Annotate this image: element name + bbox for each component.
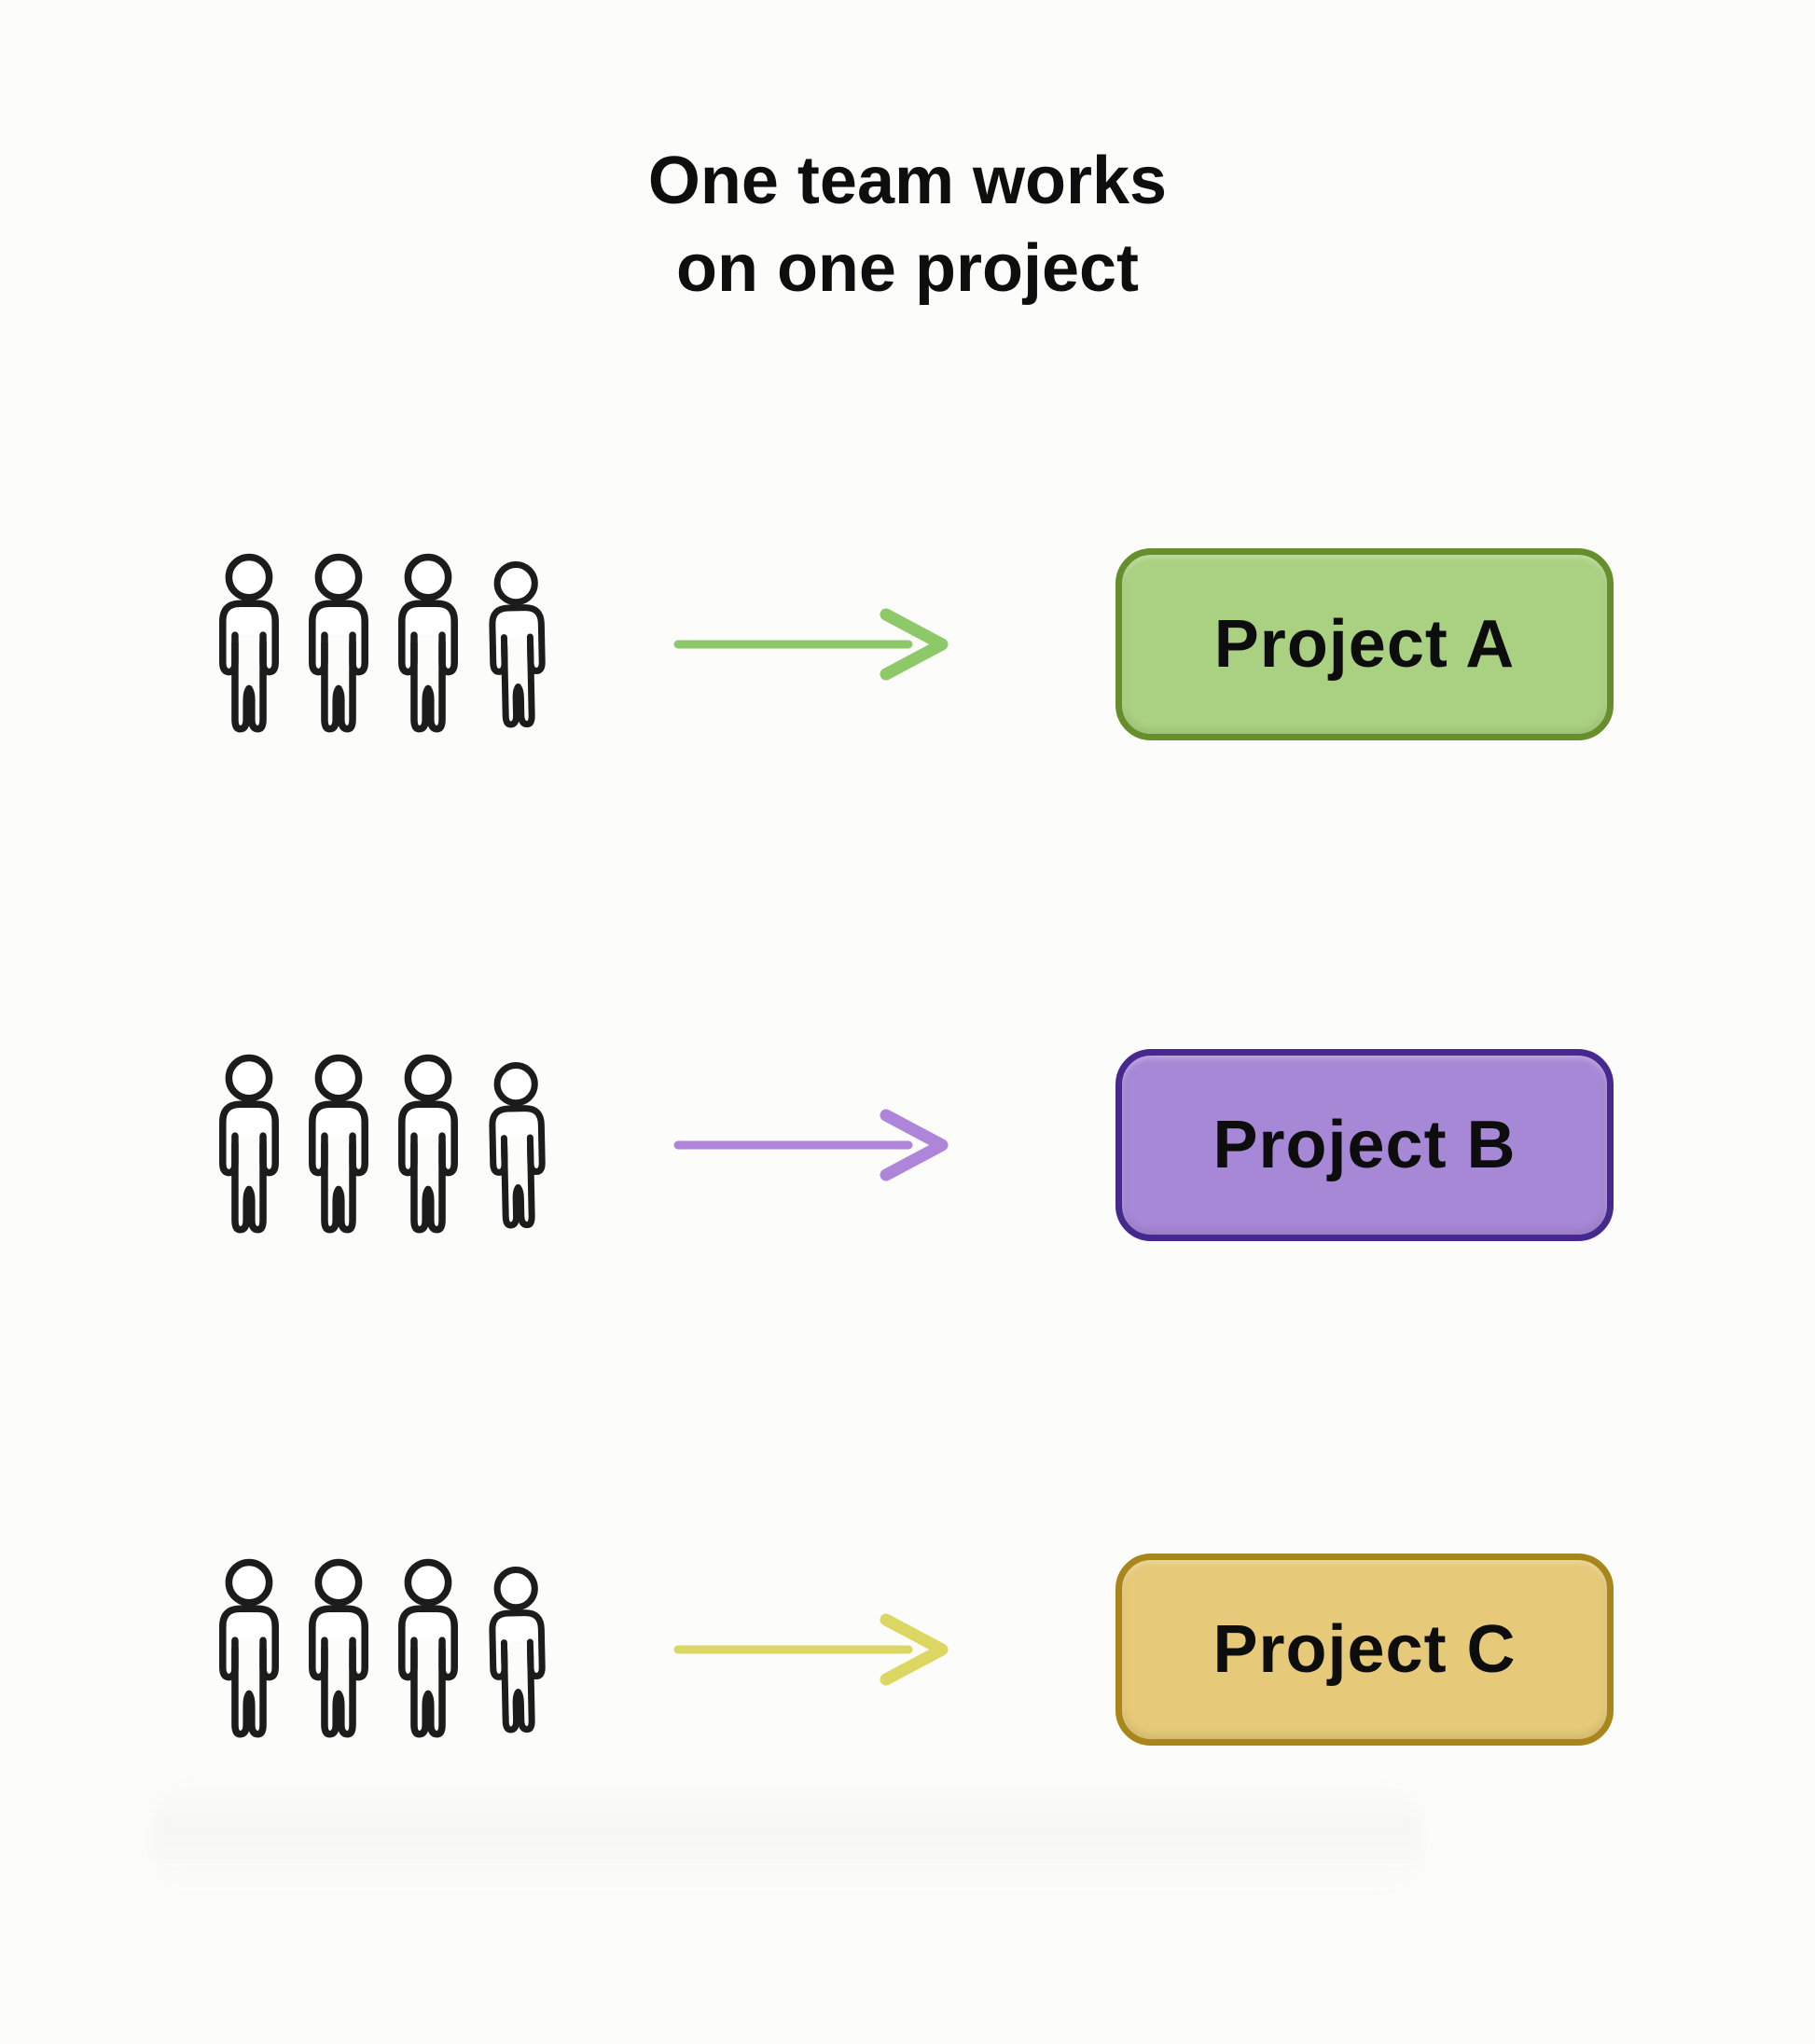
person-icon bbox=[489, 560, 546, 728]
arrow-right-icon bbox=[673, 608, 949, 681]
person-icon bbox=[309, 1054, 368, 1234]
project-box: Project A bbox=[1115, 548, 1614, 740]
person-icon bbox=[398, 1054, 458, 1234]
project-box-label: Project A bbox=[1213, 607, 1516, 682]
person-icon bbox=[309, 553, 368, 733]
background-artifact bbox=[149, 1776, 1423, 1898]
arrow-right-icon bbox=[673, 1613, 949, 1686]
person-icon bbox=[219, 553, 279, 733]
project-box: Project C bbox=[1115, 1554, 1614, 1746]
page-title-line-2: on one project bbox=[675, 230, 1140, 306]
project-box: Project B bbox=[1115, 1049, 1614, 1241]
project-box-label: Project B bbox=[1212, 1108, 1517, 1182]
person-icon bbox=[489, 1061, 546, 1229]
team-icons-group bbox=[205, 1554, 561, 1746]
team-icons-group bbox=[205, 548, 561, 740]
page-title: One team works on one project bbox=[0, 138, 1815, 312]
team-icons-group bbox=[205, 1049, 561, 1241]
person-icon bbox=[219, 1054, 279, 1234]
team-row: Project C bbox=[0, 1551, 1815, 1748]
arrow-right-icon bbox=[673, 1109, 949, 1181]
person-icon bbox=[398, 1558, 458, 1738]
person-icon bbox=[489, 1566, 546, 1733]
team-row: Project A bbox=[0, 546, 1815, 743]
project-box-label: Project C bbox=[1212, 1612, 1517, 1687]
team-row: Project B bbox=[0, 1046, 1815, 1244]
page-title-line-1: One team works bbox=[647, 144, 1168, 218]
person-icon bbox=[309, 1558, 368, 1738]
person-icon bbox=[398, 553, 458, 733]
person-icon bbox=[219, 1558, 279, 1738]
